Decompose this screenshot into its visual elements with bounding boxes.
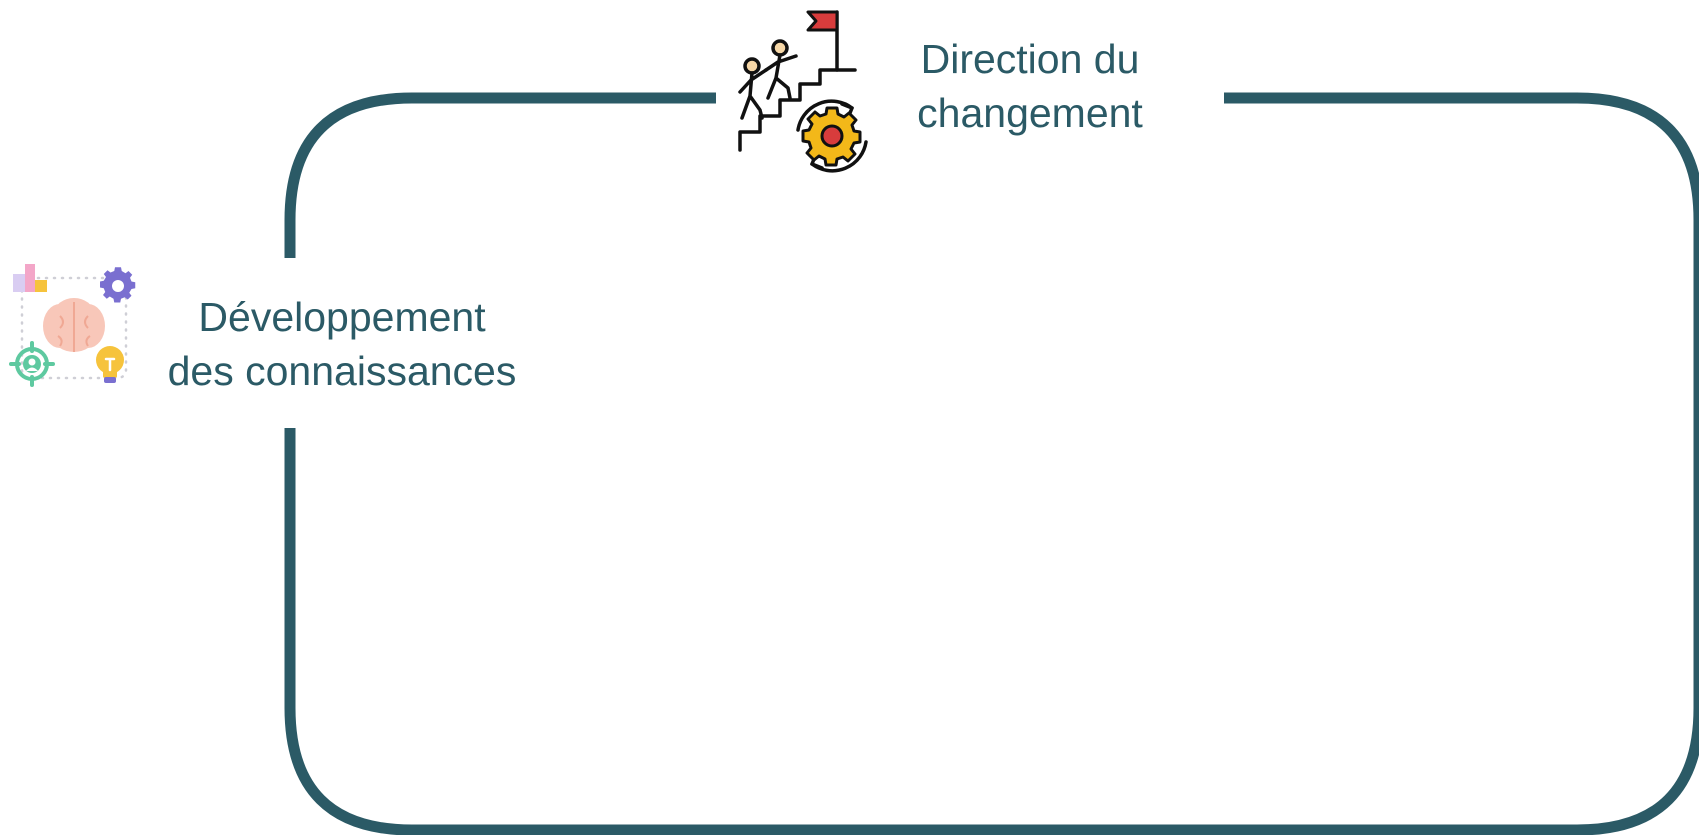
- node-developpement-des-connaissances: Développement des connaissances: [152, 290, 532, 398]
- node-top-line2: changement: [917, 90, 1143, 136]
- stairs-climbing-flag-gear-icon: [730, 6, 880, 176]
- node-top-line1: Direction du: [920, 36, 1140, 82]
- brain-knowledge-icon: [8, 264, 140, 394]
- node-left-line2: des connaissances: [167, 348, 517, 394]
- frame-outline: [284, 92, 1699, 835]
- node-direction-du-changement: Direction du changement: [880, 32, 1180, 140]
- node-left-line1: Développement: [198, 294, 486, 340]
